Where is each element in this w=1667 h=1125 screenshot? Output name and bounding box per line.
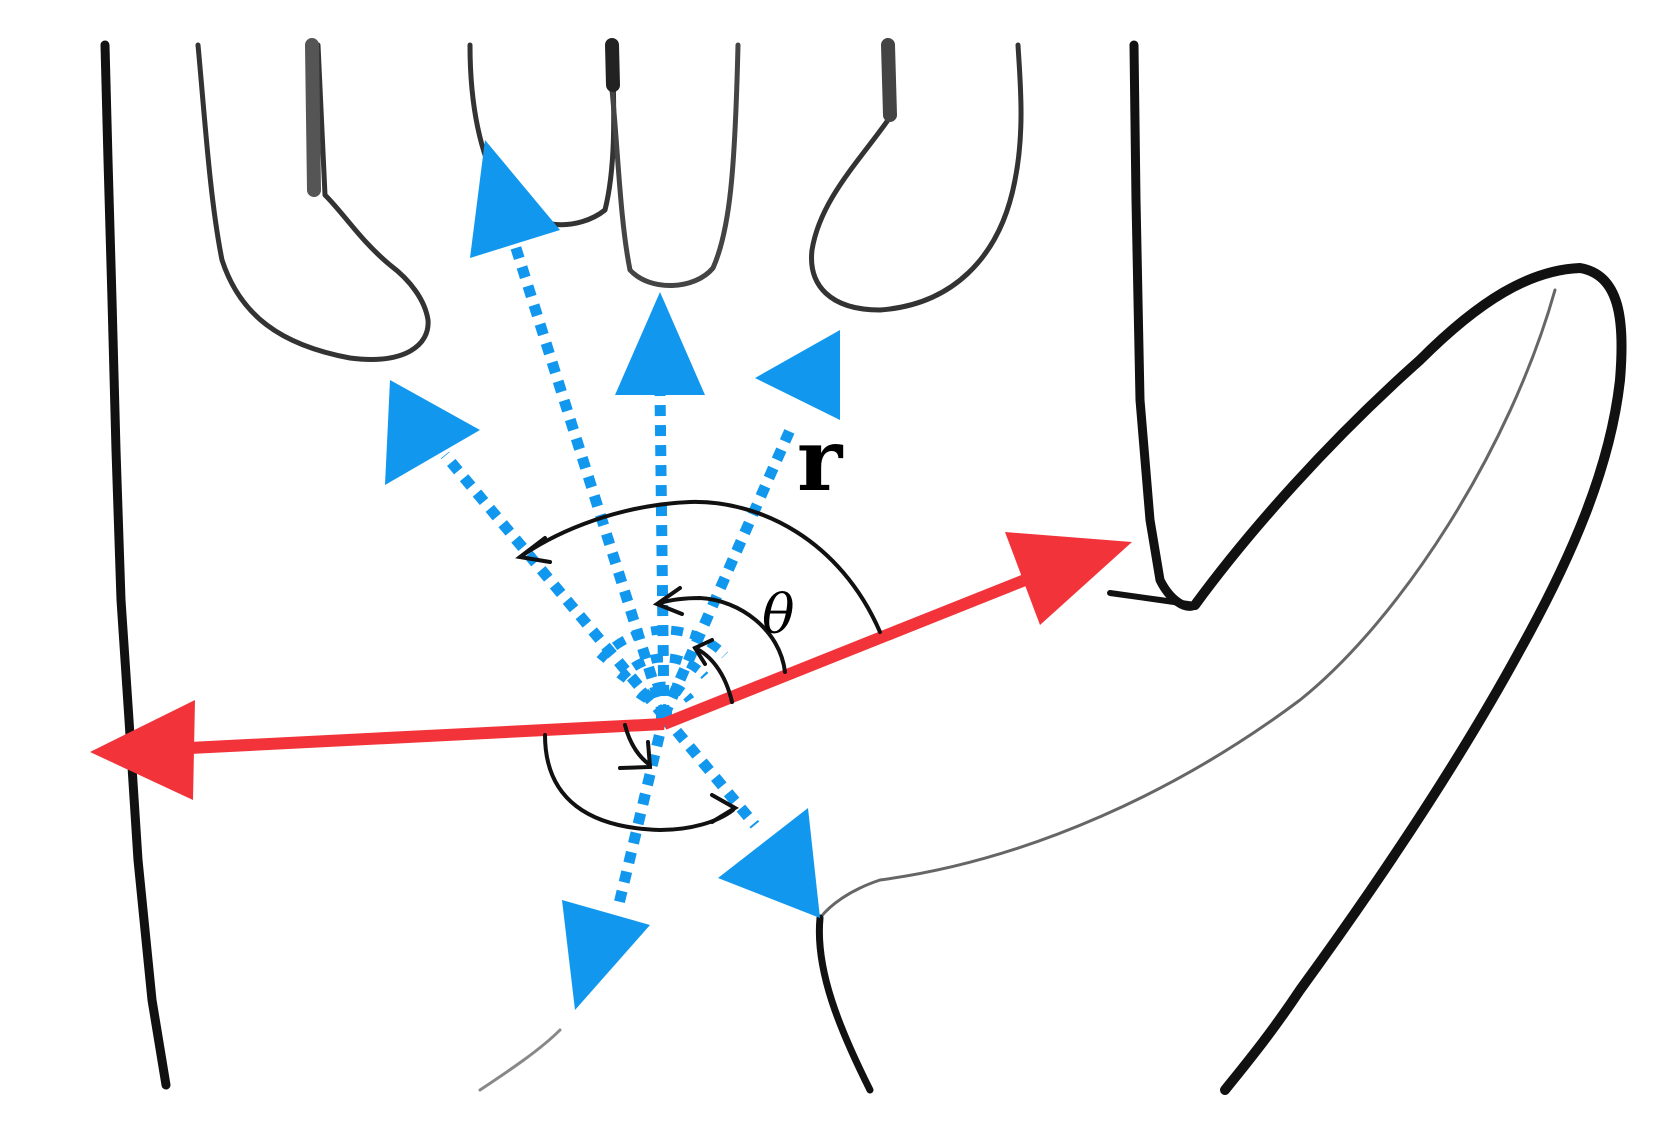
hand-outline <box>100 38 1627 1095</box>
axis-line-right <box>661 568 1043 730</box>
blue-arrowhead-icon <box>718 808 820 918</box>
red-arrow-icon <box>90 700 195 800</box>
curved-arrow-icon <box>693 646 734 704</box>
blue-arrowhead-icon <box>755 330 840 420</box>
ray-arc-outer <box>596 625 729 663</box>
thenar-edge <box>815 914 874 1094</box>
thumb-outline <box>1190 263 1627 1095</box>
wrist-crease <box>478 1028 562 1092</box>
palm-left-edge <box>100 40 171 1090</box>
blue-ray-1 <box>440 451 669 720</box>
curved-arrow-icon <box>652 586 684 616</box>
blue-arrowhead-icon <box>562 900 650 1010</box>
blue-ray-6 <box>659 712 760 829</box>
rotation-arcs <box>515 499 882 833</box>
finger-3-outline <box>809 42 1024 313</box>
radius-label: r <box>797 410 844 511</box>
finger-2-shade <box>605 38 620 92</box>
blue-rays <box>385 140 840 1010</box>
curved-arrow-icon <box>623 723 652 767</box>
curved-arrow-icon <box>658 595 787 674</box>
ray-arc-inner <box>635 681 695 704</box>
finger-2-middle <box>607 42 741 288</box>
angle-label: θ <box>762 583 795 646</box>
curved-arrow-icon <box>618 740 653 770</box>
curved-arrow-icon <box>710 793 739 824</box>
finger-3-shade <box>881 38 897 122</box>
red-arrow-icon <box>1005 532 1132 625</box>
finger-1-outline <box>195 42 431 362</box>
thumb-crease <box>818 288 1557 920</box>
curved-arrow-icon <box>692 638 714 666</box>
blue-ray-5 <box>612 714 670 910</box>
curved-arrow-icon <box>521 499 882 634</box>
finger-1-shade <box>305 38 321 197</box>
curved-arrow-icon <box>515 536 552 564</box>
blue-arrowhead-icon <box>385 380 480 485</box>
ray-arc-middle <box>616 653 709 683</box>
axis-line-left <box>149 718 665 756</box>
thumb-web-line <box>1107 590 1198 608</box>
palm-right-edge <box>1129 40 1200 611</box>
blue-ray-2 <box>509 243 670 718</box>
blue-arrowhead-icon <box>470 140 560 258</box>
blue-ray-4 <box>658 427 796 719</box>
blue-arrowhead-icon <box>615 292 705 395</box>
red-axis <box>90 532 1132 800</box>
blue-ray-3 <box>654 389 670 717</box>
